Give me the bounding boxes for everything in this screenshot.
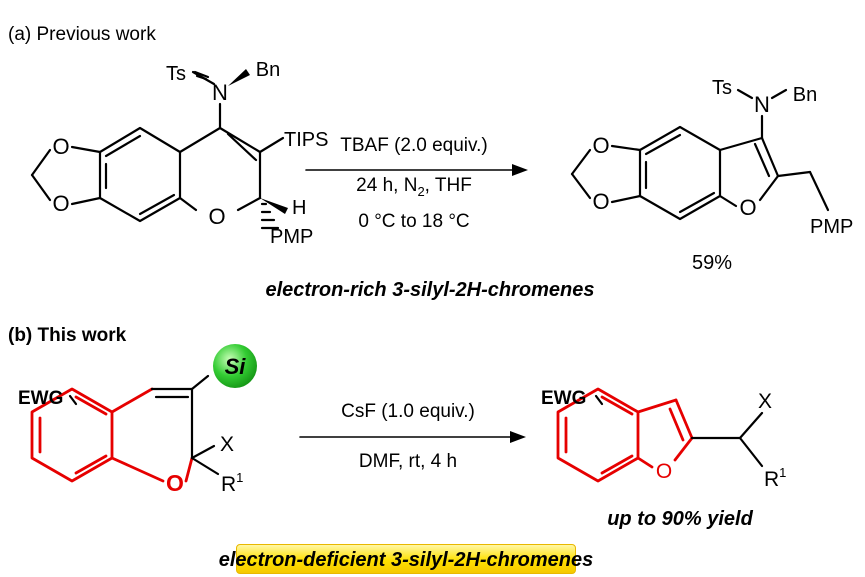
part-a-label: (a) Previous work <box>8 24 156 45</box>
reactant-b-oxygen: O <box>166 470 184 496</box>
reactant-a-hydrogen: H <box>292 197 306 219</box>
reactant-b-structure <box>30 374 220 483</box>
product-b-structure <box>556 387 764 483</box>
product-a-yield: 59% <box>692 252 732 274</box>
product-a-pmp: PMP <box>810 216 853 238</box>
part-b-label: (b) This work <box>8 325 127 346</box>
caption-a: electron-rich 3-silyl-2H-chromenes <box>266 279 595 301</box>
product-a-benzyl: Bn <box>793 84 817 106</box>
reactant-a-oxygen-1: O <box>52 134 69 159</box>
reactant-b-silicon: Si <box>225 354 247 379</box>
reactant-a-structure <box>30 69 288 230</box>
product-b-oxygen: O <box>656 460 672 483</box>
yield-note-b: up to 90% yield <box>607 508 753 530</box>
reactant-a-pmp: PMP <box>270 226 313 248</box>
reactant-b-x: X <box>220 433 234 456</box>
product-b-r: R1 <box>764 465 786 491</box>
conditions-b-solvent-time: DMF, rt, 4 h <box>359 451 457 472</box>
product-b-ewg: EWG <box>541 388 586 409</box>
reactant-a-tips: TIPS <box>284 129 328 151</box>
conditions-a-reagent: TBAF (2.0 equiv.) <box>340 135 487 156</box>
reactant-a-tosyl: Ts <box>166 63 186 85</box>
conditions-a-temperature: 0 °C to 18 °C <box>358 211 469 232</box>
caption-b: electron-deficient 3-silyl-2H-chromenes <box>219 549 594 571</box>
conditions-a-time-atmosphere: 24 h, N2, THF <box>356 175 472 199</box>
reactant-a-nitrogen: N <box>212 80 228 105</box>
reaction-arrow-b <box>299 431 526 443</box>
reactant-b-r: R1 <box>221 470 243 496</box>
product-a-oxygen-1: O <box>592 133 609 158</box>
reactant-a-oxygen-2: O <box>52 191 69 216</box>
product-a-oxygen-2: O <box>592 189 609 214</box>
product-a-nitrogen: N <box>754 92 770 117</box>
reactant-b-ewg: EWG <box>18 388 63 409</box>
conditions-b-reagent: CsF (1.0 equiv.) <box>341 401 475 422</box>
product-a-tosyl: Ts <box>712 77 732 99</box>
caption-highlight-banner <box>236 544 576 574</box>
product-a-ring-oxygen: O <box>739 195 756 220</box>
reactant-a-benzyl: Bn <box>256 59 280 81</box>
reactant-a-ring-oxygen: O <box>208 204 225 229</box>
silicon-group-sphere <box>213 344 257 388</box>
product-b-x: X <box>758 390 772 413</box>
reaction-arrow-a <box>305 164 528 176</box>
product-a-structure <box>570 88 830 221</box>
